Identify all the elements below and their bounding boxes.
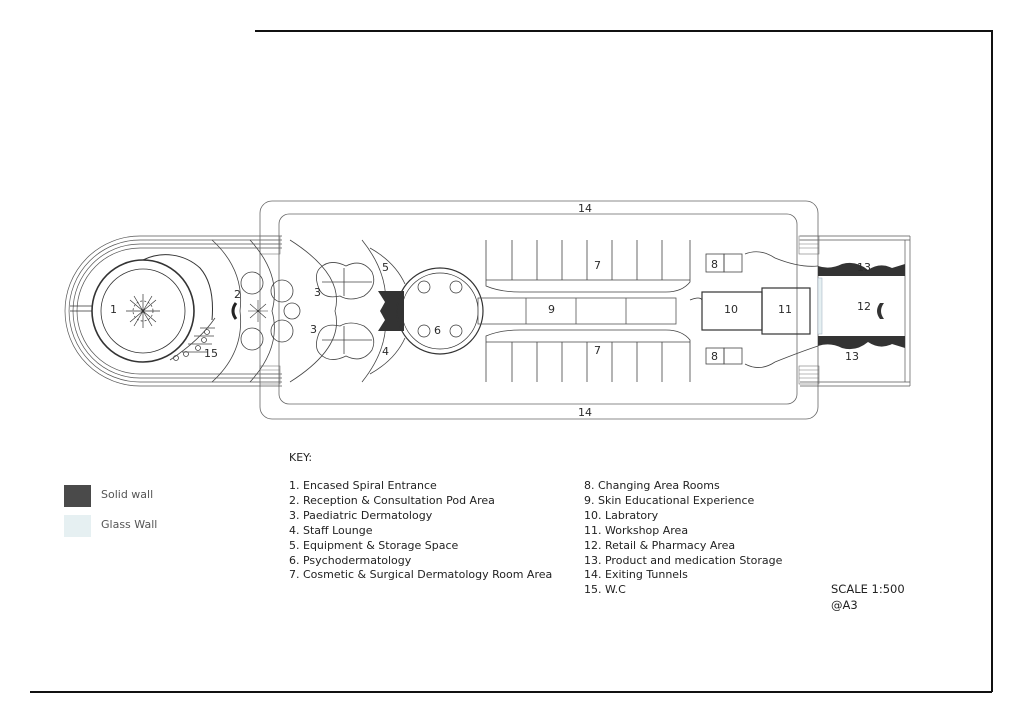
key-item: 2. Reception & Consultation Pod Area <box>289 493 495 507</box>
key-item: 12. Retail & Pharmacy Area <box>584 538 736 552</box>
room-label-13b: 13 <box>845 350 859 363</box>
legend-swatch-solid-wall <box>64 485 91 507</box>
tunnel-connectors <box>259 235 820 385</box>
solid-walls <box>378 291 404 331</box>
key-item: 13. Product and medication Storage <box>584 553 783 567</box>
scale-line-1: SCALE 1:500 <box>831 582 905 596</box>
key-item: 9. Skin Educational Experience <box>584 493 755 507</box>
legend-label-glass-wall: Glass Wall <box>101 518 158 531</box>
key-item: 6. Psychodermatology <box>289 553 412 567</box>
storage-and-lounge <box>369 247 406 375</box>
room-label-4: 4 <box>382 345 389 358</box>
room-label-14b: 14 <box>578 406 592 419</box>
key-item: 3. Paediatric Dermatology <box>289 508 433 522</box>
glass-wall <box>817 277 823 335</box>
legend-label-solid-wall: Solid wall <box>101 488 154 501</box>
key-item: 15. W.C <box>584 583 626 597</box>
key-item: 7. Cosmetic & Surgical Dermatology Room … <box>289 568 553 582</box>
cosmetic-rooms-bottom <box>485 329 691 382</box>
scale-note: SCALE 1:500 @A3 <box>831 581 905 613</box>
room-label-1: 1 <box>110 303 117 316</box>
key-title: KEY: <box>289 451 313 464</box>
legend-swatch-glass-wall <box>64 515 91 537</box>
room-label-3a: 3 <box>314 286 321 299</box>
key-item: 1. Encased Spiral Entrance <box>289 479 437 492</box>
psychodermatology <box>396 267 484 355</box>
changing-rooms <box>705 251 776 368</box>
room-label-10: 10 <box>724 303 738 316</box>
reception-pods <box>211 239 301 383</box>
key-item: 8. Changing Area Rooms <box>584 479 720 492</box>
room-label-14a: 14 <box>578 202 592 215</box>
key-column-2: 8. Changing Area Rooms 9. Skin Education… <box>584 479 782 598</box>
retail-walls <box>774 257 819 363</box>
spiral-entrance <box>70 254 213 363</box>
room-label-7a: 7 <box>594 259 601 272</box>
room-label-5: 5 <box>382 261 389 274</box>
room-label-3b: 3 <box>310 323 317 336</box>
retail-storage <box>818 262 905 350</box>
key-item: 10. Labratory <box>584 508 659 522</box>
education-corridor <box>477 297 677 325</box>
room-label-13a: 13 <box>857 261 871 274</box>
scale-line-2: @A3 <box>831 598 858 612</box>
building-outline <box>64 235 911 387</box>
room-label-15: 15 <box>204 347 218 360</box>
key-item: 11. Workshop Area <box>584 523 689 537</box>
room-label-7b: 7 <box>594 344 601 357</box>
cosmetic-rooms-top <box>485 240 691 293</box>
room-label-8b: 8 <box>711 350 718 363</box>
room-label-2: 2 <box>234 288 241 301</box>
key-column-1: 1. Encased Spiral Entrance 2. Reception … <box>289 479 552 583</box>
room-label-11: 11 <box>778 303 792 316</box>
room-label-9: 9 <box>548 303 555 316</box>
key-item: 4. Staff Lounge <box>289 523 373 537</box>
key-item: 14. Exiting Tunnels <box>584 568 688 582</box>
tree-icon <box>126 294 160 328</box>
paediatric-dermatology <box>289 239 387 383</box>
key-item: 5. Equipment & Storage Space <box>289 538 459 552</box>
room-label-6: 6 <box>434 324 441 337</box>
wc-area <box>169 317 216 361</box>
tree-icon <box>248 300 268 322</box>
lab-and-workshop <box>689 287 811 335</box>
sheet-frame <box>30 30 993 693</box>
room-label-8a: 8 <box>711 258 718 271</box>
room-label-12: 12 <box>857 300 871 313</box>
